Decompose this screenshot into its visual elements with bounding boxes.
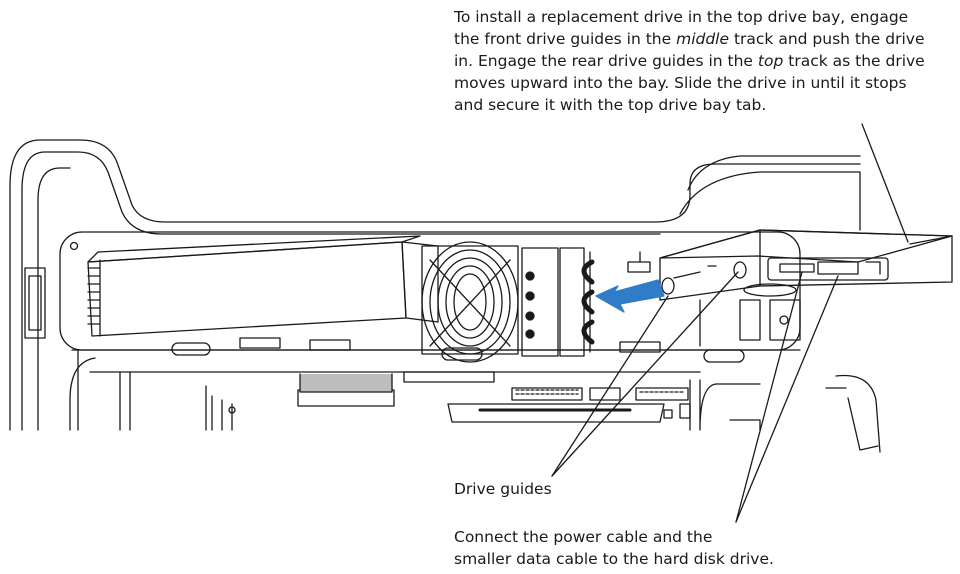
- leader-line-cable-2: [735, 275, 839, 523]
- computer-case: [9, 139, 881, 453]
- cable-caption-line1: Connect the power cable and the: [454, 528, 713, 546]
- drive-guides-label: Drive guides: [454, 480, 552, 498]
- drive-tracks: [521, 247, 651, 357]
- insert-direction-arrow: [595, 279, 665, 313]
- drive-slot-guides: [699, 299, 801, 347]
- install-caption-line2-a: the front drive guides in the: [454, 30, 677, 48]
- logic-board: [205, 371, 761, 431]
- storage-bay: [87, 235, 439, 337]
- hard-disk-drive: [659, 229, 953, 301]
- install-caption-middle-emphasis: middle: [676, 30, 730, 48]
- rail-clips: [171, 337, 745, 363]
- cable-instructions-caption: Connect the power cable and the smaller …: [454, 526, 954, 570]
- inner-frame: [59, 231, 801, 431]
- leader-line-install: [861, 123, 909, 243]
- install-caption-line1: To install a replacement drive in the to…: [454, 8, 909, 26]
- fan: [421, 241, 519, 363]
- leader-line-guides-2: [551, 271, 739, 477]
- install-caption-top-emphasis: top: [757, 52, 784, 70]
- leader-line-guides-1: [551, 295, 669, 477]
- leader-line-cable-1: [735, 271, 803, 523]
- install-caption-line2-b: track and push the drive: [729, 30, 925, 48]
- install-caption-line5: and secure it with the top drive bay tab…: [454, 96, 767, 114]
- install-caption-line4: moves upward into the bay. Slide the dri…: [454, 74, 907, 92]
- cable-caption-line2: smaller data cable to the hard disk driv…: [454, 550, 774, 568]
- install-caption-line3-b: track as the drive: [783, 52, 925, 70]
- install-instructions-caption: To install a replacement drive in the to…: [454, 6, 960, 116]
- install-caption-line3-a: in. Engage the rear drive guides in the: [454, 52, 758, 70]
